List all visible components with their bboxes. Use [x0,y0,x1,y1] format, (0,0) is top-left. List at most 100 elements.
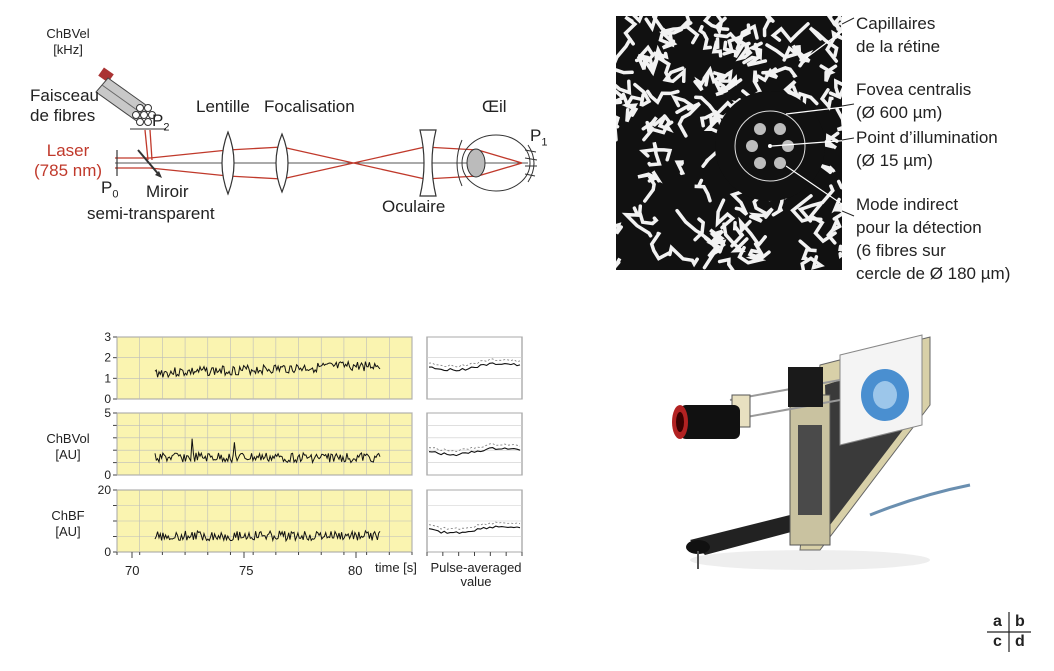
capillary-vessel [765,43,801,62]
capillary-vessel [694,95,724,130]
capillary-vessel [675,208,706,237]
panel-key-d: d [1015,633,1025,650]
capillary-vessel [729,190,749,216]
capillary-vessel [798,239,817,261]
capillary-vessel [616,37,634,75]
x-tick-80: 80 [348,563,363,578]
capillary-vessel [616,79,632,96]
panel-key-grid [987,612,1031,652]
capillary-vessel [668,244,699,268]
p1-label: P1 [530,126,548,149]
p0-label: P0 [101,178,119,201]
capillary-vessel [661,24,700,45]
capillary-vessel [823,131,840,150]
capillary-vessel [722,222,749,253]
capillary-vessel [702,65,727,85]
chbf-label: ChBF[AU] [51,508,85,539]
capillary-vessel [730,221,745,248]
panel-key-a: a [993,613,1002,630]
capillary-vessel [621,206,653,238]
y-tick-label: 0 [104,392,111,406]
capillary-vessel [826,16,842,31]
illumination-label: Point d’illumination(Ø 15 µm) [856,128,998,170]
chbvol-label: ChBVol[AU] [46,431,90,462]
eye-icon [456,134,538,192]
capillary-vessel [702,16,730,31]
capillary-vessel [819,64,838,82]
capillary-vessel [693,231,722,258]
series-panel-1 [116,412,413,476]
y-tick-label: 0 [104,468,111,482]
capillary-vessel [808,202,837,244]
capillary-vessel [647,141,662,167]
capillary-vessel [662,66,686,84]
capillary-vessel [632,16,658,33]
capillary-vessel [783,79,802,102]
capillary-vessel [747,41,763,61]
capillary-vessel [722,40,751,59]
capillary-vessel [791,44,814,68]
fovea-label: Fovea centralis(Ø 600 µm) [856,80,972,122]
eyepiece-icon [419,129,437,197]
capillary-vessel [808,26,839,58]
capillary-vessel [698,24,713,51]
capillary-vessel [835,107,842,132]
capillary-vessel [717,257,735,270]
capillary-vessel [713,31,748,47]
y-tick-label: 1 [104,371,111,385]
capillary-vessel [838,244,842,259]
eyepiece-label: Oculaire [382,197,446,216]
capillary-vessel [715,198,736,230]
laser-label: Laser(785 nm) [34,141,103,180]
capillary-vessel [825,29,842,63]
panel-key-b: b [1015,613,1025,630]
capillary-vessel [677,101,701,138]
pulse-trace-1 [428,447,521,457]
capillary-vessel [735,42,753,62]
capillary-vessel [641,116,658,134]
capillary-vessel [639,148,673,162]
detection-fibers [746,123,794,169]
capillary-vessel [616,89,627,105]
capillary-vessel [831,197,842,214]
capillary-vessel [659,27,684,50]
optical-setup-diagram [95,67,538,197]
lens-2-icon [275,132,289,194]
y-tick-label: 20 [98,483,112,497]
capillary-vessel [674,160,686,176]
series-trace-1 [154,438,381,465]
y-tick-label: 2 [104,351,111,365]
capillary-vessel [621,95,644,117]
capillary-vessel [642,114,672,142]
capillary-vessel [717,74,743,92]
pulse-trace-upper-1 [428,443,521,453]
capillary-vessel [797,184,835,223]
capillary-vessel [761,66,798,78]
capillary-vessel [738,216,767,248]
y-tick-label: 5 [104,406,111,420]
p2-label: P2 [152,111,170,134]
capillary-vessel [711,37,723,58]
focus-label: Focalisation [264,97,355,116]
x-tick-70: 70 [125,563,140,578]
capillary-vessel [708,98,742,128]
panel-key-c: c [993,633,1002,650]
eye-label: Œil [482,97,507,116]
laser-beam-paths [115,129,523,180]
chbvel-label: ChBVel[kHz] [46,26,90,57]
x-unit-label: time [s] [375,560,417,575]
capillary-vessel [637,170,663,184]
capillary-vessel [634,44,654,71]
capillary-vessel [638,204,659,226]
y-tick-label: 0 [104,545,111,559]
capillary-vessel [748,207,774,223]
capillary-vessel [645,89,680,105]
y-tick-label: 3 [104,330,111,344]
capillary-vessel [703,110,724,136]
capillary-vessel [722,23,751,56]
capillary-vessel [649,231,672,261]
capillary-vessel [820,164,836,175]
mirror-label-line2: semi-transparent [87,204,215,223]
capillary-vessel [762,16,775,38]
